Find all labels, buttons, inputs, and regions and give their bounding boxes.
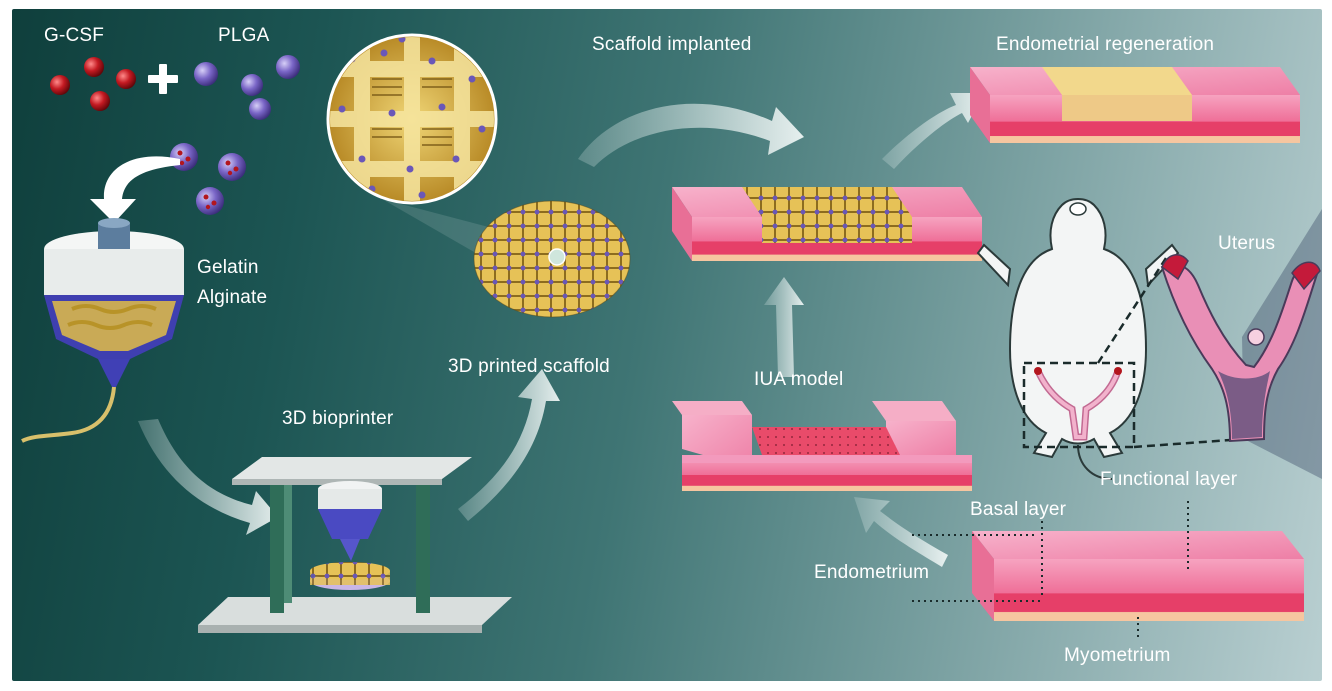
arrow-to-regeneration — [882, 93, 984, 169]
label-gcsf: G-CSF — [44, 25, 105, 46]
figure-canvas: G-CSF PLGA Gelatin Alginate 3D bioprinte… — [12, 9, 1322, 681]
endometrium-tissue-block — [972, 531, 1304, 621]
schematic-graphics — [21, 33, 1322, 641]
label-alginate: Alginate — [197, 287, 268, 308]
label-bioprinter: 3D bioprinter — [282, 408, 394, 429]
label-uterus: Uterus — [1218, 233, 1276, 254]
uterus-illustration — [1160, 254, 1321, 443]
layer-callouts — [912, 501, 1189, 641]
gcsf-particles — [50, 57, 136, 111]
arrow-to-printed-scaffold — [458, 369, 560, 521]
label-basal-layer: Basal layer — [970, 499, 1067, 520]
arrow-to-implant — [578, 103, 804, 167]
uterus-zoom-lines — [1096, 254, 1245, 449]
arrow-to-bioprinter — [138, 419, 278, 535]
microspheres — [170, 143, 246, 215]
label-endometrial-regeneration: Endometrial regeneration — [996, 34, 1215, 55]
load-arrow — [90, 156, 180, 223]
implanted-tissue-block — [672, 187, 982, 261]
bioprinter — [198, 457, 512, 633]
label-gelatin: Gelatin — [197, 257, 259, 278]
label-myometrium: Myometrium — [1064, 645, 1171, 666]
bioprinter-cartridge — [21, 218, 184, 443]
label-iua-model: IUA model — [754, 369, 844, 390]
plus-icon — [148, 64, 178, 94]
label-endometrium: Endometrium — [814, 562, 930, 583]
iua-model-block — [672, 401, 972, 491]
label-plga: PLGA — [218, 25, 270, 46]
label-functional-layer: Functional layer — [1100, 469, 1238, 490]
printed-scaffold — [473, 200, 631, 318]
arrow-endometrium-to-iua — [854, 497, 948, 567]
regenerated-tissue-block — [970, 67, 1300, 143]
rat-illustration — [976, 198, 1180, 480]
arrow-iua-to-implanted — [764, 277, 804, 377]
label-printed-scaffold: 3D printed scaffold — [448, 356, 610, 377]
plga-particles — [194, 55, 300, 120]
label-scaffold-implanted: Scaffold implanted — [592, 34, 752, 55]
